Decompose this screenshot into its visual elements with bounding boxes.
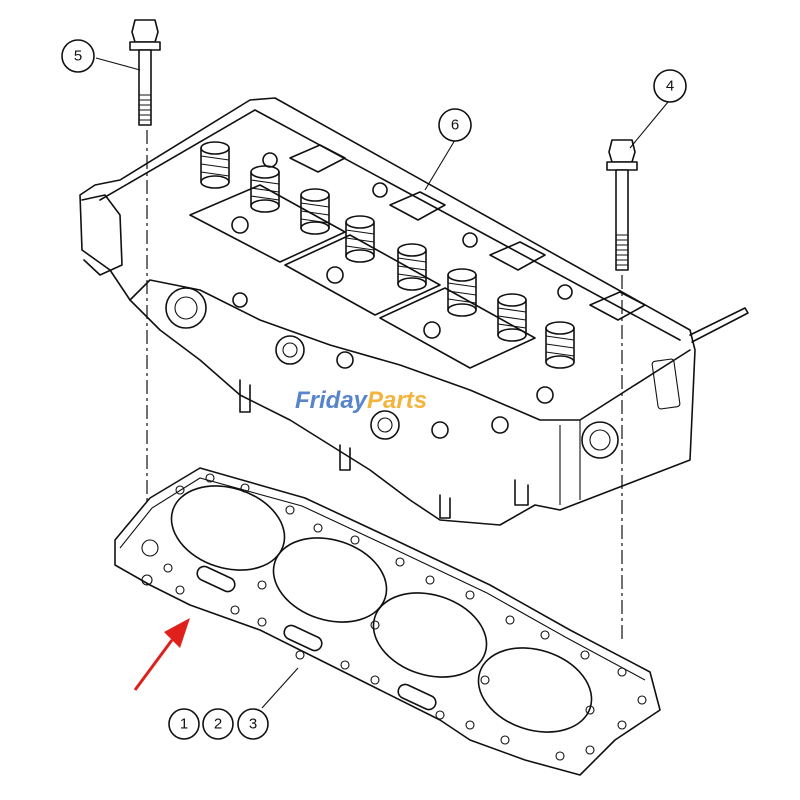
watermark-logo: FridayParts [295, 387, 427, 414]
callout-3: 3 [237, 708, 269, 740]
cylinder-head [79, 97, 749, 526]
gasket-cylinder-bores [170, 485, 593, 733]
callout-2: 2 [202, 708, 234, 740]
valve-springs [200, 141, 575, 439]
watermark-part-2: Parts [367, 387, 427, 414]
head-bolt-5 [129, 19, 161, 126]
watermark-part-1: Friday [295, 387, 369, 414]
callout-label-4: 4 [666, 78, 674, 95]
callout-label-2: 2 [214, 716, 222, 733]
callout-5: 5 [61, 39, 95, 73]
callout-1: 1 [168, 708, 200, 740]
head-gasket [114, 467, 661, 776]
svg-text:FridayParts: FridayParts [295, 387, 427, 414]
callout-label-6: 6 [451, 117, 459, 134]
callout-label-3: 3 [249, 716, 257, 733]
callout-label-5: 5 [74, 48, 82, 65]
callout-4: 4 [653, 69, 687, 103]
callout-label-1: 1 [180, 716, 188, 733]
head-bolt-4 [606, 139, 638, 271]
red-pointer-arrow [133, 618, 190, 691]
leader-lines [95, 57, 669, 709]
callout-6: 6 [438, 108, 472, 142]
